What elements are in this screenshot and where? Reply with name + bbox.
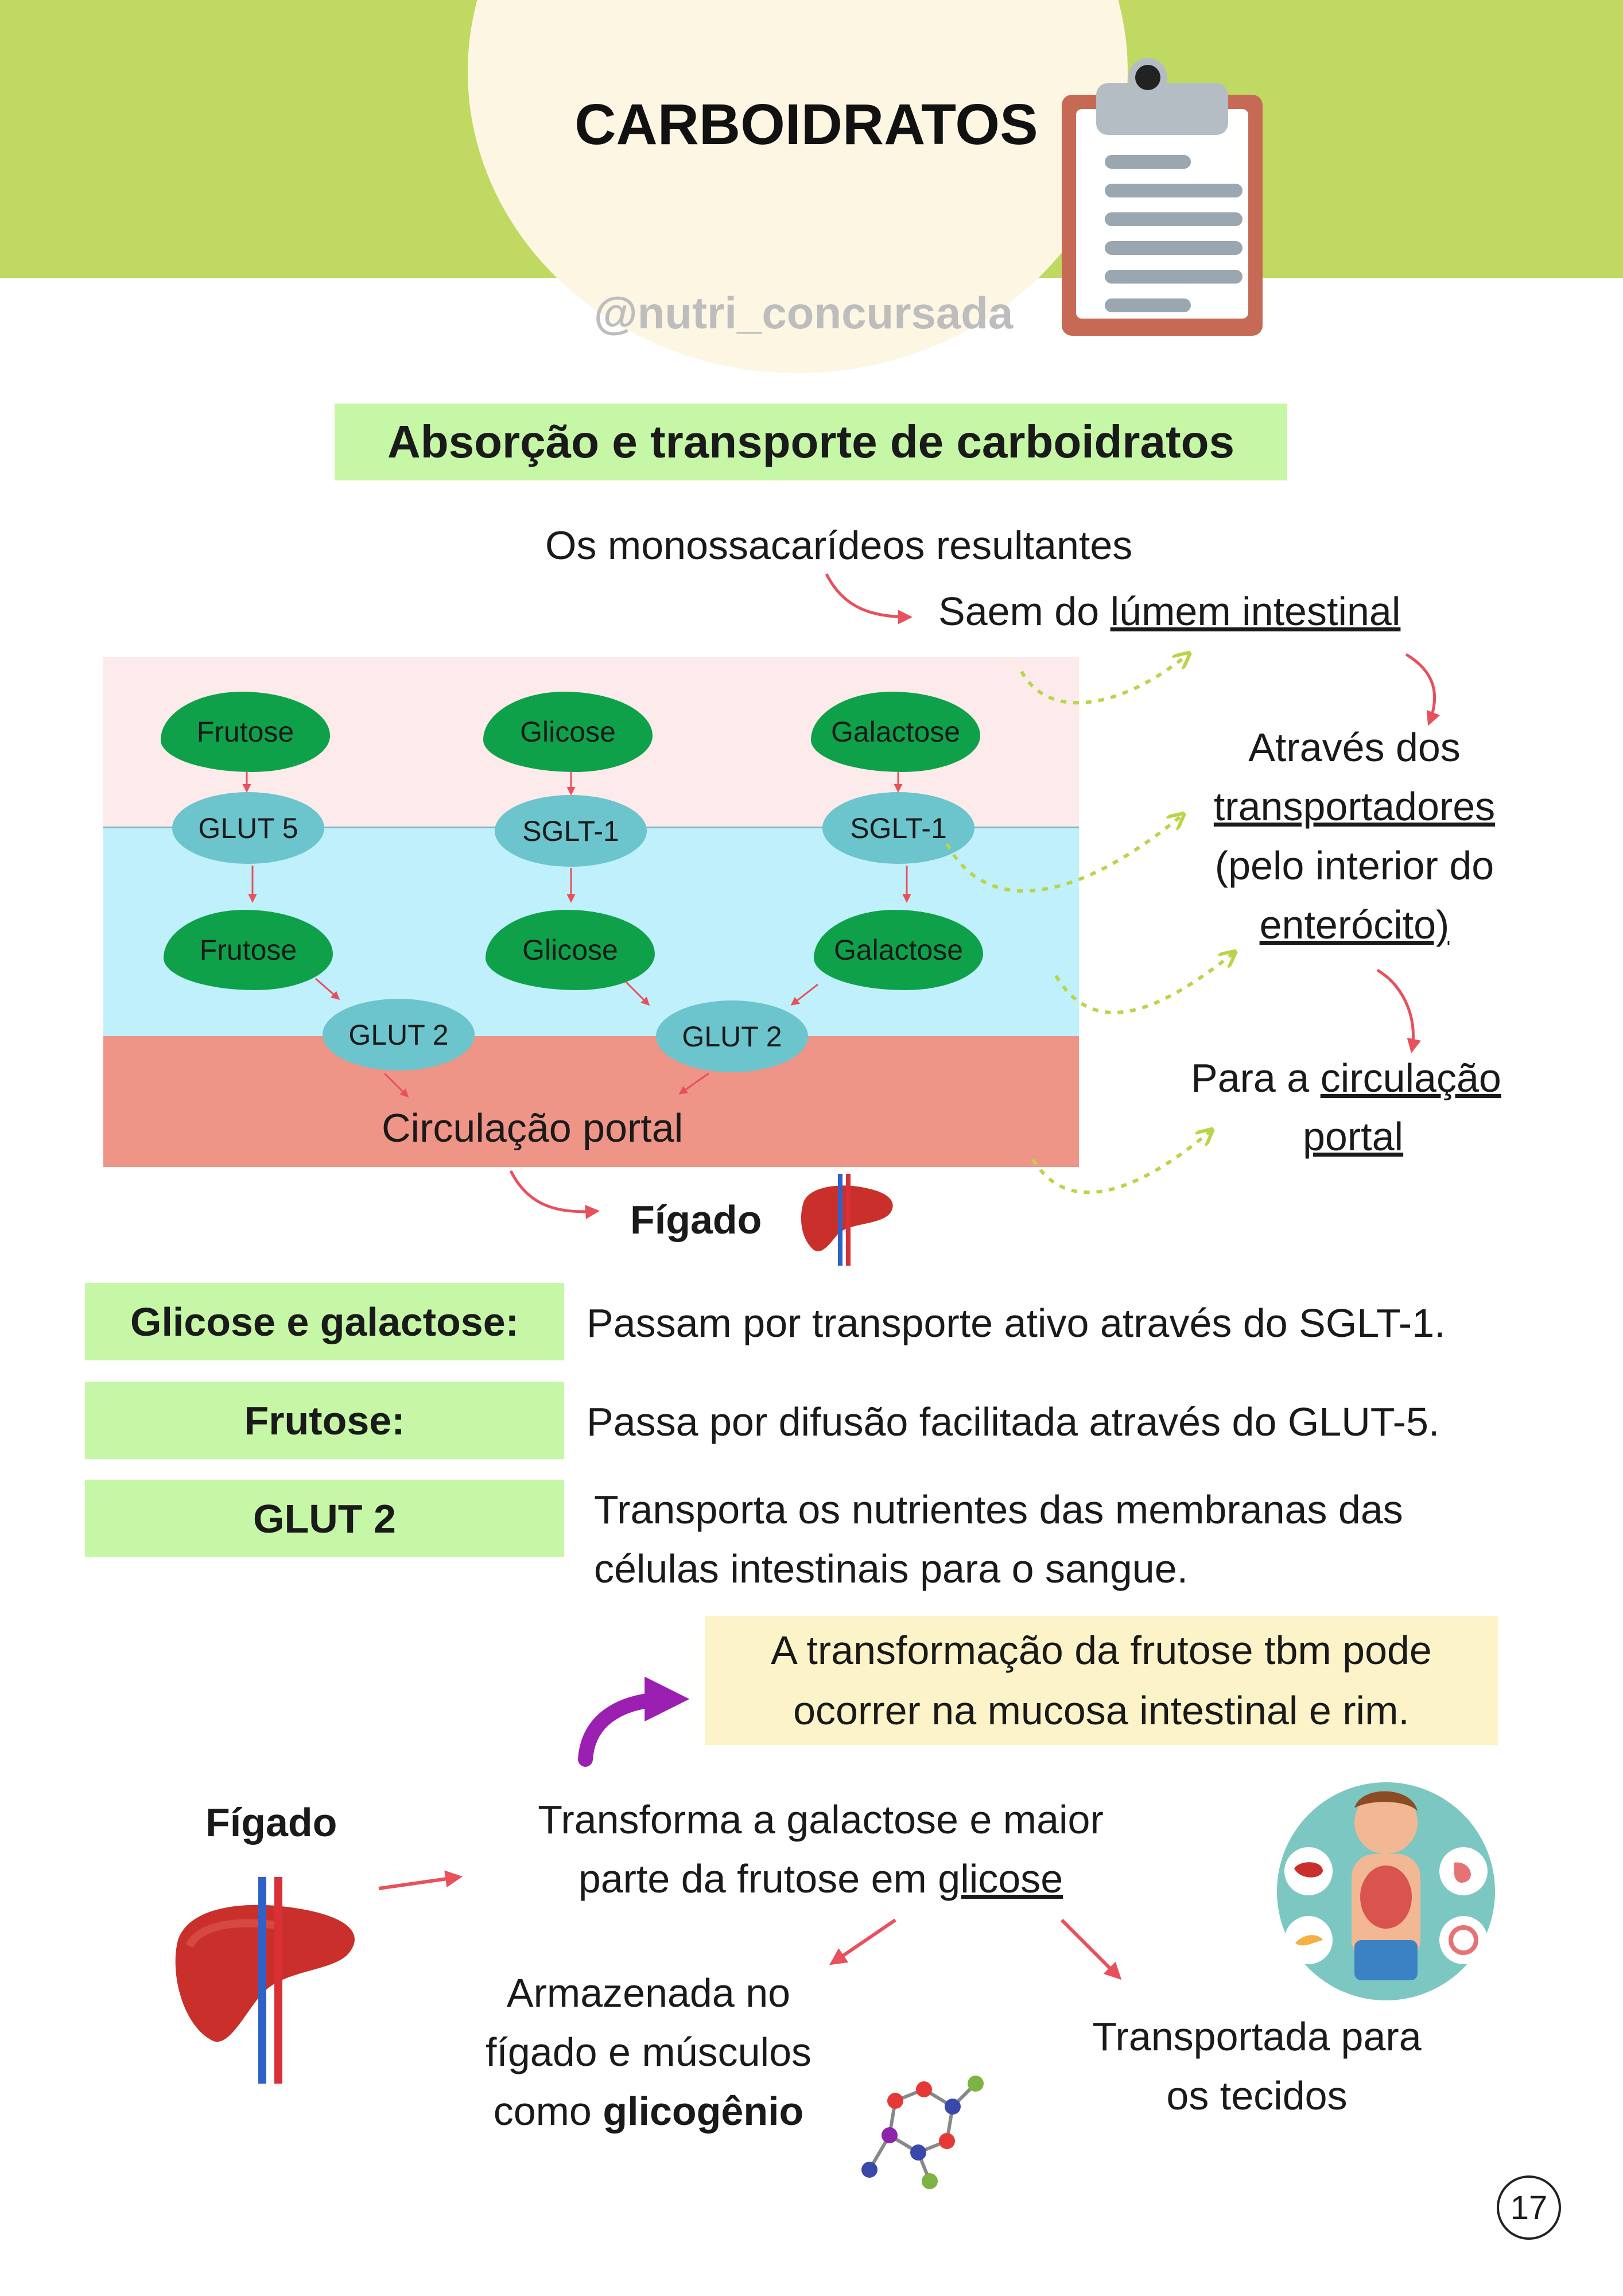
flow-step1: Saem do lúmem intestinal [938,589,1401,634]
page-title: CARBOIDRATOS [574,92,1038,157]
stored-l1: Armazenada no [506,1971,791,2015]
purple-arrow [578,1677,690,1767]
transporter-sglt1-b: SGLT-1 [822,792,974,864]
flow-step2-l2: transportadores [1213,784,1496,829]
liver-transform-l2: parte da frutose em glicose [578,1856,1063,1901]
clipboard-icon [1062,58,1263,336]
stored-l3: como glicogênio [493,2089,804,2134]
arrow-intro [825,573,913,625]
blob-glicose-mid: Glicose [486,910,655,990]
transporter-sglt1-a: SGLT-1 [495,795,647,867]
flow-step3-l1: Para a circulação [1191,1056,1501,1100]
def-text-frutose: Passa por difusão facilitada através do … [587,1399,1440,1444]
def-term-glut2: GLUT 2 [85,1480,564,1557]
author-handle: @nutri_concursada [593,288,1014,338]
def-term-glicose: Glicose e galactose: [85,1283,564,1360]
transporter-glut5: GLUT 5 [172,792,324,864]
stored-l2: fígado e músculos [485,2030,812,2074]
note-line1: A transformação da frutose tbm pode [771,1627,1432,1673]
flow-step3-l2: portal [1303,1114,1404,1159]
note-box: A transformação da frutose tbm pode ocorr… [705,1616,1498,1745]
blob-frutose-mid: Frutose [164,910,333,990]
blob-glicose-top: Glicose [483,692,653,772]
arrow-step2 [1376,968,1422,1053]
def-text-glut2-l1: Transporta os nutrientes das membranas d… [594,1487,1403,1532]
blob-galactose-mid: Galactose [814,910,983,990]
liver-label-top: Fígado [630,1197,762,1242]
arrow-liver [509,1170,600,1219]
note-line2: ocorrer na mucosa intestinal e rim. [793,1688,1410,1733]
tissues-l1: Transportada para [1092,2014,1422,2059]
human-organs-icon [1277,1782,1495,2000]
liver-transform-l1: Transforma a galactose e maior [538,1797,1104,1842]
transporter-glut2-left: GLUT 2 [323,999,475,1071]
molecule-icon [861,2076,984,2189]
dotted-arrow-4 [1031,1131,1211,1194]
dotted-arrow-2 [945,815,1182,893]
flow-intro: Os monossacarídeos resultantes [545,523,1133,568]
page-number: 17 [1497,2175,1561,2240]
liver-icon [175,1877,355,2084]
blob-galactose-top: Galactose [811,692,980,772]
section-heading: Absorção e transporte de carboidratos [335,404,1287,480]
flow-step2-l4: enterócito) [1259,902,1450,947]
flow-step2-l1: Através dos [1248,725,1461,770]
blob-frutose-top: Frutose [161,692,330,772]
liver-icon [801,1174,893,1266]
arrow-step1 [1405,653,1440,726]
dotted-arrow-1 [1020,654,1188,705]
liver-section-label: Fígado [205,1800,337,1845]
def-text-glut2-l2: células intestinais para o sangue. [594,1546,1189,1591]
portal-band [103,1036,1079,1167]
transporter-glut2-right: GLUT 2 [656,1000,808,1072]
def-text-glicose: Passam por transporte ativo através do S… [587,1301,1446,1345]
tissues-l2: os tecidos [1166,2073,1348,2118]
flow-step2-l3: (pelo interior do [1214,843,1494,888]
portal-label: Circulação portal [382,1106,684,1150]
dotted-arrow-3 [1054,953,1234,1015]
def-term-frutose: Frutose: [85,1382,564,1459]
